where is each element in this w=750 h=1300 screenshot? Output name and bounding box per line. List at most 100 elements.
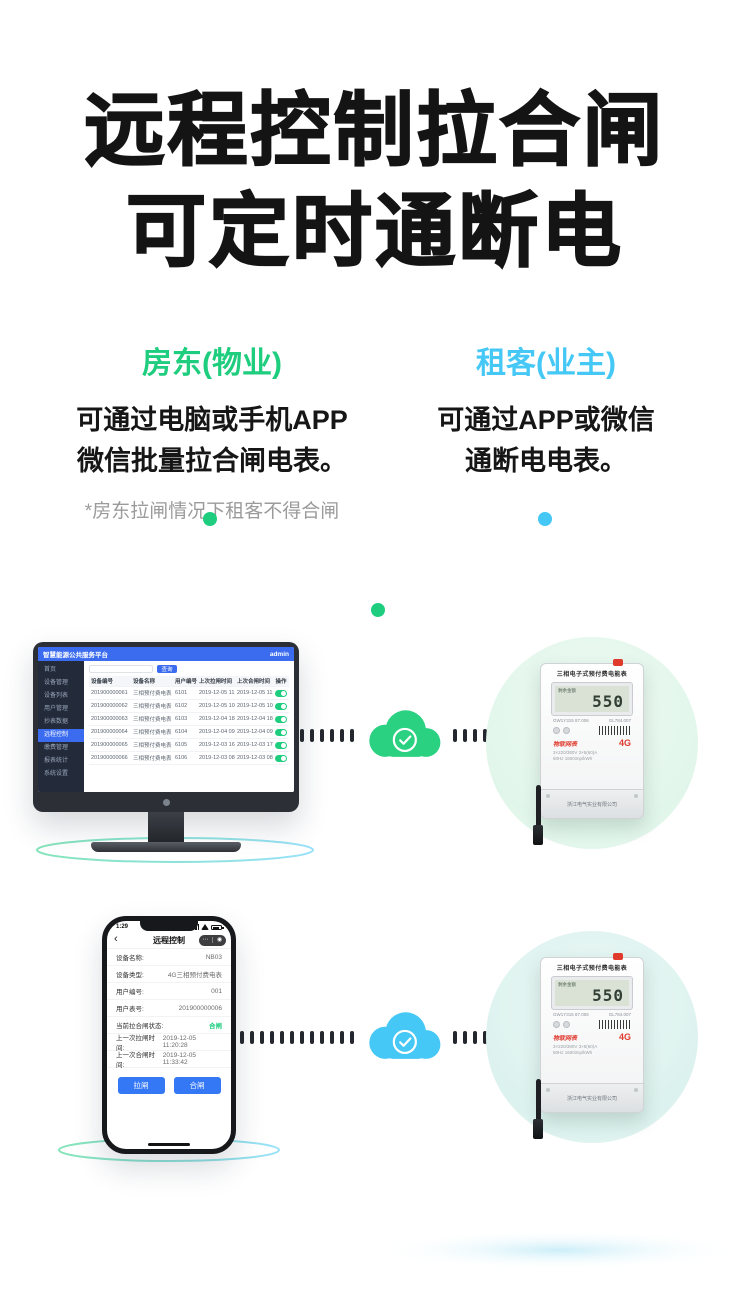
power-toggle[interactable] — [275, 741, 287, 749]
tick — [240, 1031, 244, 1044]
field-label: 用户编号: — [116, 989, 144, 996]
field-device-type: 设备类型: 4G三相预付费电表 — [107, 966, 231, 983]
field-label: 上一次拉闸时间: — [116, 1035, 155, 1052]
col-header: 用户编号 — [175, 679, 197, 685]
lcd-tag: 剩余金额 — [558, 982, 576, 987]
cell-device-id: 201900000061 — [91, 690, 128, 696]
landlord-column: 房东(物业) 可通过电脑或手机APP 微信批量拉合闸电表。 *房东拉闸情况下租客… — [52, 338, 372, 523]
meter-button[interactable] — [553, 727, 560, 734]
tenant-body-line1: 可通过APP或微信 — [437, 405, 655, 435]
meter-button[interactable] — [563, 1021, 570, 1028]
home-indicator — [148, 1143, 190, 1146]
field-last-off-time: 上一次拉闸时间: 2019-12-05 11:20:28 — [107, 1034, 231, 1052]
meter-code-right: GL784.007 — [608, 718, 631, 723]
sidebar-item-users[interactable]: 用户管理 — [44, 706, 69, 712]
miniprogram-capsule[interactable]: ⋯ ◉ — [199, 934, 226, 946]
cell-off-time: 2019-12-04 18:05 — [199, 716, 235, 722]
sidebar-item-devices[interactable]: 设备管理 — [44, 680, 69, 686]
table-row: 201900000063 三相预付费电表 6103 2019-12-04 18:… — [89, 713, 289, 726]
col-header: 设备名称 — [133, 679, 156, 685]
query-button[interactable]: 查询 — [157, 665, 177, 673]
tick — [310, 729, 314, 742]
green-dot — [203, 512, 217, 526]
back-icon[interactable]: ‹ — [114, 933, 118, 945]
close-icon[interactable]: ◉ — [216, 936, 223, 943]
tick — [330, 729, 334, 742]
check-icon — [399, 1037, 412, 1047]
desktop-computer: 智慧能源公共服务平台 admin 首页 设备管理 设备列表 用户管理 抄表数据 … — [33, 642, 299, 852]
tick — [280, 1031, 284, 1044]
cell-device-name: 三相预付费电表 — [133, 704, 172, 710]
tick — [300, 729, 304, 742]
spec-line: 3×220/380V 3×5(60)A — [553, 1044, 598, 1049]
cell-device-id: 201900000063 — [91, 716, 128, 722]
phone-notch — [140, 921, 198, 931]
admin-user: admin — [269, 650, 289, 658]
tick — [330, 1031, 334, 1044]
blue-dot — [538, 512, 552, 526]
cell-device-id: 201900000066 — [91, 755, 128, 761]
field-value: 4G三相预付费电表 — [167, 972, 222, 979]
cell-off-time: 2019-12-03 08:15 — [199, 755, 235, 761]
meter-button[interactable] — [563, 727, 570, 734]
pull-switch-button[interactable]: 拉闸 — [117, 1077, 165, 1094]
app-title: 远程控制 — [153, 935, 185, 945]
close-switch-button[interactable]: 合闸 — [173, 1077, 221, 1094]
battery-icon — [211, 925, 224, 930]
spec-line: 3×220/380V 3×5(60)A — [553, 750, 598, 755]
field-label: 上一次合闸时间: — [116, 1052, 155, 1069]
meter-body: 三相电子式预付费电能表 剩余金额 550 GW1Y315 87.006 GL78… — [540, 953, 644, 1113]
antenna — [530, 785, 546, 845]
platform-title: 智慧能源公共服务平台 — [43, 652, 108, 659]
tenant-body: 可通过APP或微信 通断电电表。 — [386, 400, 706, 482]
power-toggle[interactable] — [275, 689, 287, 697]
search-input[interactable] — [89, 665, 153, 673]
cloud-secure-icon — [360, 703, 448, 765]
tenant-heading: 租客(业主) — [476, 347, 616, 380]
meter-specs: 3×220/380V 3×5(60)A 50Hz 1600imp/kWh — [553, 1044, 631, 1056]
sidebar-item-readings[interactable]: 抄表数据 — [44, 719, 69, 725]
col-header: 操作 — [275, 679, 287, 685]
meter-specs: 3×220/380V 3×5(60)A 50Hz 1600imp/kWh — [553, 750, 631, 762]
meter-name-label: 三相电子式预付费电能表 — [556, 966, 628, 972]
tick — [483, 1031, 487, 1044]
cell-off-time: 2019-12-05 11:20 — [199, 690, 235, 696]
meter-company: 浙江电气实业有限公司 — [566, 1095, 617, 1102]
lcd-value: 550 — [592, 986, 624, 1005]
sidebar-item-reports[interactable]: 报表统计 — [44, 758, 69, 764]
meter-lcd-bezel: 剩余金额 550 — [551, 976, 633, 1010]
field-device-name: 设备名称: NB03 — [107, 949, 231, 966]
tick — [473, 729, 477, 742]
imac-stand-base — [91, 842, 241, 852]
landlord-heading: 房东(物业) — [142, 347, 282, 380]
power-toggle[interactable] — [275, 702, 287, 710]
more-icon[interactable]: ⋯ — [202, 936, 209, 943]
cell-device-name: 三相预付费电表 — [133, 743, 172, 749]
power-toggle[interactable] — [275, 715, 287, 723]
power-toggle[interactable] — [275, 754, 287, 762]
sidebar-item-settings[interactable]: 系统设置 — [44, 771, 69, 777]
tick — [340, 1031, 344, 1044]
shield-ring-icon — [392, 727, 417, 753]
phone-action-buttons: 拉闸 合闸 — [107, 1077, 231, 1094]
sidebar-item-payments[interactable]: 缴费管理 — [44, 745, 69, 751]
col-header: 上次拉闸时间 — [199, 679, 233, 685]
cell-on-time: 2019-12-05 10:40 — [237, 703, 273, 709]
field-switch-state: 当前拉合闸状态: 合闸 — [107, 1017, 231, 1034]
sidebar-item-remote-control[interactable]: 远程控制 — [38, 729, 84, 742]
spec-line: 50Hz 1600imp/kWh — [553, 1050, 593, 1055]
power-toggle[interactable] — [275, 728, 287, 736]
antenna-whip — [535, 1079, 541, 1119]
cell-device-id: 201900000062 — [91, 703, 128, 709]
tick — [463, 729, 467, 742]
meter-code-row: GW1Y315 87.006 GL784.007 — [553, 1012, 631, 1017]
cell-user-id: 6101 — [175, 690, 188, 696]
screw-icon — [634, 794, 638, 798]
spec-line: 50Hz 1600imp/kWh — [553, 756, 593, 761]
meter-button[interactable] — [553, 1021, 560, 1028]
landlord-body: 可通过电脑或手机APP 微信批量拉合闸电表。 — [52, 400, 372, 482]
col-header: 设备编号 — [91, 679, 114, 685]
sidebar-item-home[interactable]: 首页 — [44, 667, 57, 673]
sidebar-item-device-list[interactable]: 设备列表 — [44, 693, 69, 699]
